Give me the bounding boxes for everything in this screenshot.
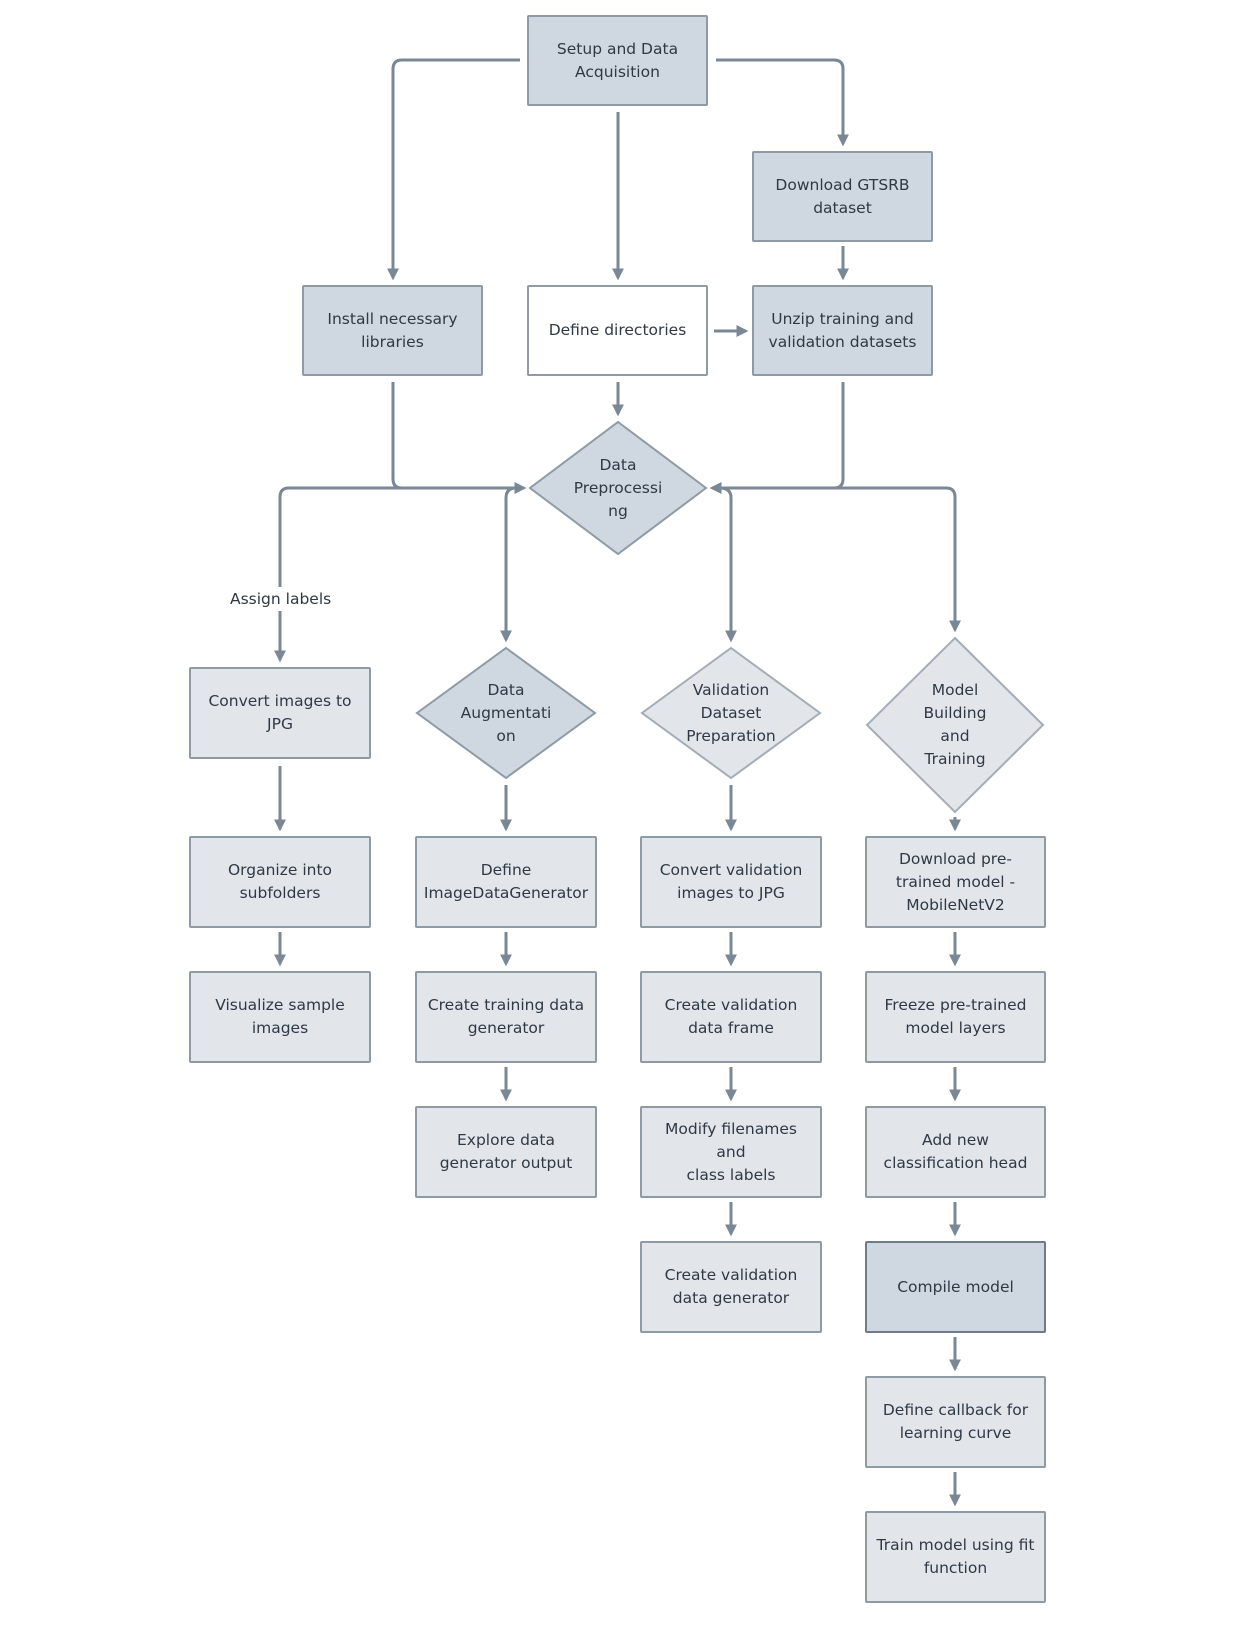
node-setup-and-data-acquisition: Setup and Data Acquisition (527, 15, 708, 106)
node-label: Freeze pre-trained model layers (884, 996, 1027, 1037)
node-download-gtsrb-dataset: Download GTSRB dataset (752, 151, 933, 242)
diamond-shape (640, 646, 822, 780)
node-label: Convert images to JPG (208, 692, 352, 733)
node-label: Data Augmentati on (460, 680, 552, 745)
node-download-mobilenetv2: Download pre- trained model - MobileNetV… (865, 836, 1046, 928)
node-label: Compile model (897, 1277, 1014, 1296)
edge-preprocessing-to-model (728, 486, 961, 633)
edge-unzip-to-preprocessing (709, 382, 845, 494)
decision-data-augmentation: Data Augmentati on (415, 646, 597, 780)
node-visualize-sample-images: Visualize sample images (189, 971, 371, 1063)
node-label: Download GTSRB dataset (775, 175, 910, 217)
node-label: Create training data generator (427, 996, 585, 1037)
node-install-libraries: Install necessary libraries (302, 285, 483, 376)
diamond-shape (528, 420, 708, 556)
edge-install-to-preprocessing (391, 382, 527, 494)
diamond-shape (415, 646, 597, 780)
decision-validation-dataset-preparation: Validation Dataset Preparation (640, 646, 822, 780)
node-label: Unzip training and validation datasets (768, 309, 917, 351)
node-label: Modify filenames and class labels (665, 1119, 797, 1184)
node-create-training-data-generator: Create training data generator (415, 971, 597, 1063)
node-label: Organize into subfolders (227, 861, 333, 902)
node-organize-into-subfolders: Organize into subfolders (189, 836, 371, 928)
node-explore-data-generator-output: Explore data generator output (415, 1106, 597, 1198)
node-label: Explore data generator output (439, 1131, 573, 1172)
node-label: Train model using fit function (876, 1536, 1035, 1577)
node-label: Setup and Data Acquisition (556, 39, 679, 81)
node-label: Data Preprocessi ng (573, 455, 663, 520)
edge-setup-to-install (387, 58, 520, 281)
edge-preprocessing-to-convert (274, 486, 508, 663)
node-modify-filenames-and-labels: Modify filenames and class labels (640, 1106, 822, 1198)
node-define-callback: Define callback for learning curve (865, 1376, 1046, 1468)
node-label: Download pre- trained model - MobileNetV… (895, 849, 1016, 914)
node-create-validation-data-frame: Create validation data frame (640, 971, 822, 1063)
node-unzip-datasets: Unzip training and validation datasets (752, 285, 933, 376)
node-train-model-fit: Train model using fit function (865, 1511, 1046, 1603)
diamond-shape (865, 636, 1045, 814)
node-create-validation-data-generator: Create validation data generator (640, 1241, 822, 1333)
edge-setup-to-download (716, 58, 849, 147)
node-convert-images-to-jpg: Convert images to JPG (189, 667, 371, 759)
node-label: Model Building and Training (923, 681, 987, 768)
edge-label-assign-labels: Assign labels (226, 587, 336, 611)
node-label: Create validation data generator (664, 1266, 798, 1307)
decision-model-building-and-training: Model Building and Training (865, 636, 1045, 814)
node-add-classification-head: Add new classification head (865, 1106, 1046, 1198)
node-label: Validation Dataset Preparation (686, 680, 776, 745)
node-label: Define ImageDataGenerator (423, 861, 589, 902)
node-define-directories: Define directories (527, 285, 708, 376)
node-label: Define callback for learning curve (882, 1401, 1029, 1442)
decision-data-preprocessing: Data Preprocessi ng (528, 420, 708, 556)
node-label: Visualize sample images (215, 996, 345, 1037)
node-define-imagedatagenerator: Define ImageDataGenerator (415, 836, 597, 928)
node-label: Convert validation images to JPG (659, 861, 803, 902)
node-label: Create validation data frame (664, 996, 798, 1037)
node-freeze-pretrained-layers: Freeze pre-trained model layers (865, 971, 1046, 1063)
node-label: Install necessary libraries (327, 309, 458, 351)
edge-preprocessing-to-validation (719, 486, 737, 643)
node-label: Define directories (548, 321, 687, 339)
node-label: Add new classification head (883, 1131, 1028, 1172)
node-compile-model: Compile model (865, 1241, 1046, 1333)
node-convert-validation-images: Convert validation images to JPG (640, 836, 822, 928)
edge-preprocessing-to-augmentation (500, 486, 517, 643)
